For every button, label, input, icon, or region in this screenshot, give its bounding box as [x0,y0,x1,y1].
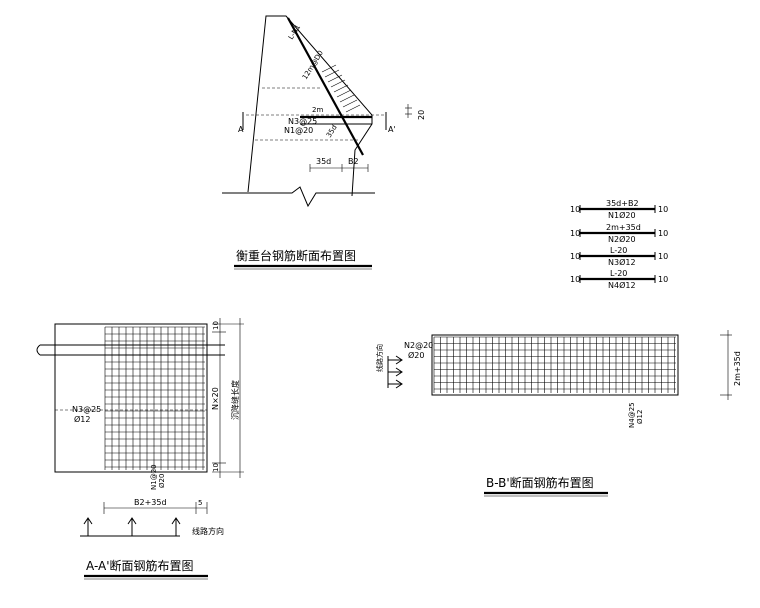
bb-n4-dia: Ø12 [636,410,644,424]
bar-1-name: N1Ø20 [608,210,636,220]
aa-title: A-A'断面钢筋布置图 [86,558,194,573]
aa-n3-label: N3@25 [72,405,101,414]
bar-3-name: N3Ø12 [608,257,636,267]
label-n1: N1@20 [284,126,313,135]
aa-dim-top: 10 [212,321,220,330]
bar-4-name: N4Ø12 [608,280,636,290]
bb-outline [431,334,679,396]
bb-n2-dia: Ø20 [408,350,424,360]
bb-rebar-grid [433,336,676,393]
dim-35d: 35d [316,157,331,166]
section-title: 衡重台钢筋断面布置图 [236,248,356,263]
aa-n1-label: N1@20 [150,464,158,490]
aa-width-dim: B2+35d [134,498,167,507]
aa-dim-five: 5 [198,499,202,507]
aa-n3-dia: Ø12 [74,414,90,424]
label-35d-slant: 35d [325,123,339,139]
bar-2-right-end: 10 [658,229,668,238]
aa-outline [54,323,208,473]
bb-direction-arrows [387,355,403,389]
aa-section: N3@25 Ø12 N1@20 Ø20 10 N×20 沉降缝长度 10 B2+… [36,318,244,537]
bar-2-name: N2Ø20 [608,234,636,244]
bar-4-right-end: 10 [658,275,668,284]
bar-2-left-end: 10 [570,229,580,238]
bb-title: B-B'断面钢筋布置图 [486,475,594,490]
label-n3: N3@25 [288,117,317,126]
bar-4-length: L-20 [610,269,627,278]
bb-direction: 线路方向 [375,344,384,372]
bar-3-right-end: 10 [658,252,668,261]
label-n2-dim: 12m@D0 [301,49,325,81]
wall-section: A A' L-N1 12m@D0 2m N3@25 N1@20 35d 35d … [222,15,426,208]
dim-20: 20 [417,110,426,120]
bar-schedule: 10 10 35d+B2 N1Ø20 10 10 2m+35d N2Ø20 10… [570,199,668,290]
aa-n1-dia: Ø20 [158,474,166,488]
mark-a-prime: A' [388,125,396,134]
mark-a: A [238,125,244,134]
bb-height-dim: 2m+35d [733,351,742,386]
dim-b2: B2 [348,157,359,166]
bar-2-length: 2m+35d [606,223,641,232]
bar-1-right-end: 10 [658,205,668,214]
aa-direction-arrows [80,517,181,537]
diagonal-bar [287,17,364,156]
bar-4-left-end: 10 [570,275,580,284]
aa-direction: 线路方向 [192,526,224,536]
bb-section: N2@20 Ø20 N4@25 Ø12 线路方向 2m+35d [375,330,742,428]
aa-dim-side: 沉降缝长度 [230,380,240,420]
bb-n2-label: N2@20 [404,341,433,350]
bb-n4-label: N4@25 [628,402,636,428]
label-2m: 2m [312,106,323,114]
bar-1-left-end: 10 [570,205,580,214]
bar-3-length: L-20 [610,246,627,255]
hatch-band [321,64,361,113]
aa-rebar-grid [104,326,205,470]
footing-break-line [222,186,375,208]
bar-3-left-end: 10 [570,252,580,261]
aa-dim-n: N×20 [211,387,220,410]
aa-dim-bottom: 10 [212,463,220,472]
bar-1-length: 35d+B2 [606,199,639,208]
